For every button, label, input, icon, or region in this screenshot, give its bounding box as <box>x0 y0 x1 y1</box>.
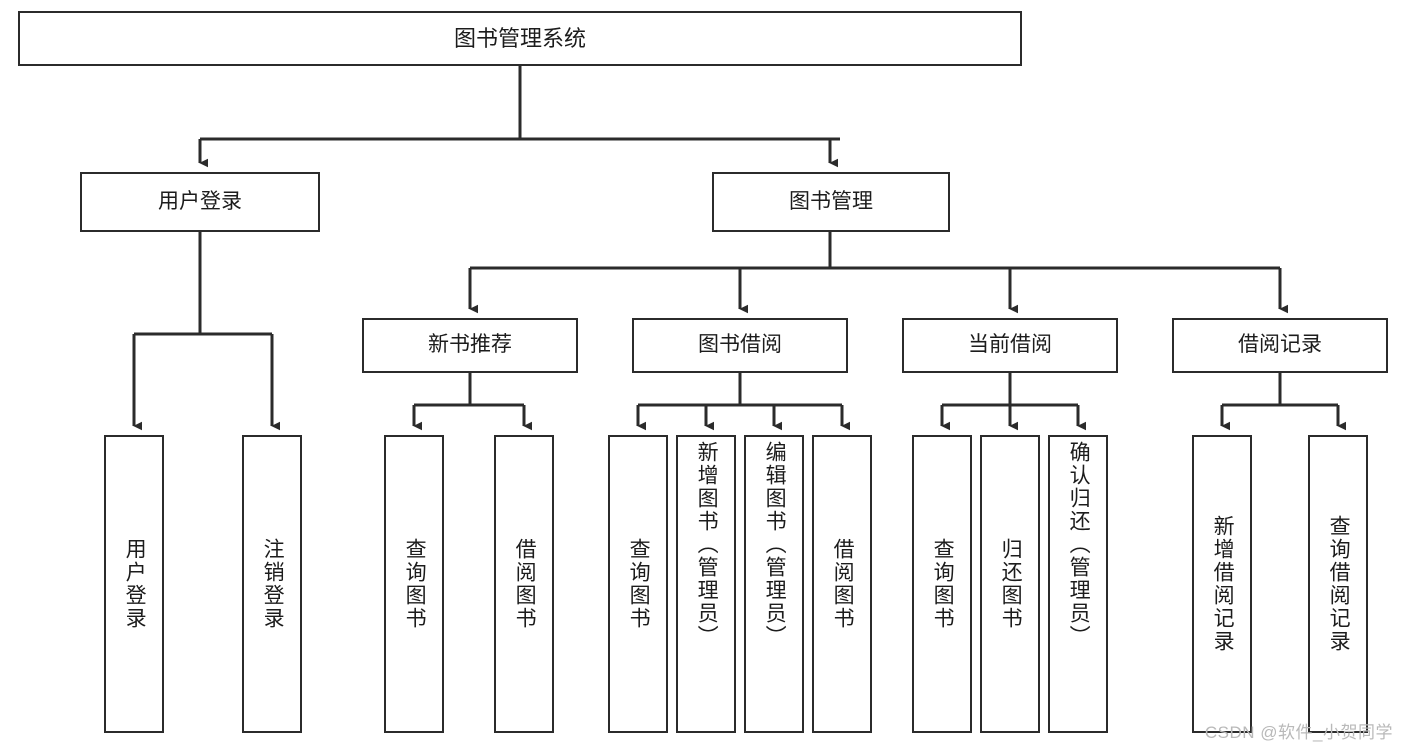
node-leaf-borrow-book-1-label: 借阅图书 <box>513 538 537 630</box>
node-leaf-add-book-label: 新增图书（管理员） <box>695 441 719 648</box>
node-leaf-query-book-2[interactable]: 查询图书 <box>608 435 668 733</box>
node-book-borrow[interactable]: 图书借阅 <box>632 318 848 373</box>
node-new-book-recommend[interactable]: 新书推荐 <box>362 318 578 373</box>
node-current-borrow-label: 当前借阅 <box>968 333 1052 357</box>
node-leaf-confirm-return-label: 确认归还（管理员） <box>1067 441 1091 648</box>
watermark: CSDN @软件_小贺同学 <box>1204 723 1393 742</box>
node-leaf-user-login[interactable]: 用户登录 <box>104 435 164 733</box>
node-leaf-borrow-book-2[interactable]: 借阅图书 <box>812 435 872 733</box>
node-new-book-recommend-label: 新书推荐 <box>428 333 512 357</box>
node-leaf-query-record-label: 查询借阅记录 <box>1327 515 1351 653</box>
node-leaf-confirm-return[interactable]: 确认归还（管理员） <box>1048 435 1108 733</box>
node-user-login-label: 用户登录 <box>158 189 242 213</box>
node-leaf-query-book-1-label: 查询图书 <box>403 538 427 630</box>
node-leaf-user-login-label: 用户登录 <box>123 538 147 630</box>
node-leaf-query-book-3-label: 查询图书 <box>931 538 955 630</box>
node-leaf-return-book[interactable]: 归还图书 <box>980 435 1040 733</box>
node-book-management-label: 图书管理 <box>789 189 873 213</box>
node-leaf-borrow-book-1[interactable]: 借阅图书 <box>494 435 554 733</box>
node-leaf-edit-book-label: 编辑图书（管理员） <box>763 441 787 648</box>
node-leaf-query-record[interactable]: 查询借阅记录 <box>1308 435 1368 733</box>
node-leaf-query-book-1[interactable]: 查询图书 <box>384 435 444 733</box>
node-leaf-user-logout[interactable]: 注销登录 <box>242 435 302 733</box>
node-leaf-query-book-3[interactable]: 查询图书 <box>912 435 972 733</box>
node-root-label: 图书管理系统 <box>453 25 586 51</box>
node-current-borrow[interactable]: 当前借阅 <box>902 318 1118 373</box>
node-leaf-add-book[interactable]: 新增图书（管理员） <box>676 435 736 733</box>
node-borrow-record-label: 借阅记录 <box>1238 333 1322 357</box>
node-root[interactable]: 图书管理系统 <box>18 11 1022 66</box>
node-leaf-borrow-book-2-label: 借阅图书 <box>831 538 855 630</box>
node-leaf-add-record-label: 新增借阅记录 <box>1211 515 1235 653</box>
node-book-management[interactable]: 图书管理 <box>712 172 950 232</box>
node-user-login[interactable]: 用户登录 <box>80 172 320 232</box>
node-leaf-query-book-2-label: 查询图书 <box>627 538 651 630</box>
node-leaf-add-record[interactable]: 新增借阅记录 <box>1192 435 1252 733</box>
node-book-borrow-label: 图书借阅 <box>698 333 782 357</box>
node-borrow-record[interactable]: 借阅记录 <box>1172 318 1388 373</box>
node-leaf-edit-book[interactable]: 编辑图书（管理员） <box>744 435 804 733</box>
node-leaf-return-book-label: 归还图书 <box>999 538 1023 630</box>
node-leaf-user-logout-label: 注销登录 <box>261 538 285 630</box>
